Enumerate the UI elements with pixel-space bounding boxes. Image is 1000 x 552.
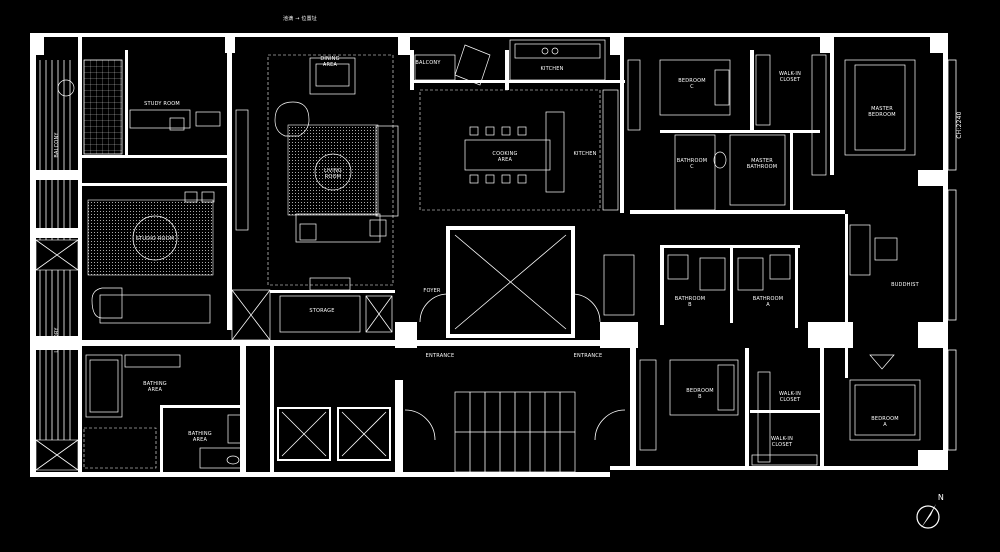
master-suite [674,54,916,211]
label-ceiling-height: CH:2240 [956,111,963,138]
core [277,226,626,473]
windows-right [947,59,957,451]
label-balcony-left: BALCONY [54,132,60,158]
studio-room [87,191,215,324]
storage-room [231,109,393,341]
north-arrow-icon: N [916,493,944,529]
bathrooms-ab [603,254,791,316]
label-storage: STORAGE [309,308,334,314]
bedroom-c [627,59,731,131]
kitchen-area [414,39,619,211]
living-dining [267,54,399,291]
label-laundry: LAUNDRY [54,327,60,353]
room-labels: BALCONY LAUNDRY STUDY ROOM STUDIO ROOM B… [54,15,963,448]
label-balcony-top: BALCONY [415,60,441,66]
interior-walls [82,38,848,472]
label-top-note: 池滴 → 位置址 [283,15,317,22]
bedroom-b [639,359,818,466]
label-compass: N [938,493,944,502]
label-foyer: FOYER [423,288,441,294]
left-balcony-strip [35,60,79,471]
label-kitchen: KITCHEN [573,151,596,157]
study-room [83,59,221,155]
label-kitchen-top: KITCHEN [540,66,563,72]
buddhist-room [849,224,898,276]
label-studio: STUDIO ROOM [136,236,175,242]
label-buddhist: BUDDHIST [891,282,920,288]
exterior-walls [30,33,948,477]
label-entrance-left: ENTRANCE [426,353,455,359]
bathing-areas [83,354,243,469]
bedroom-a [849,354,921,441]
label-study: STUDY ROOM [144,101,180,107]
label-entrance-right: ENTRANCE [574,353,603,359]
